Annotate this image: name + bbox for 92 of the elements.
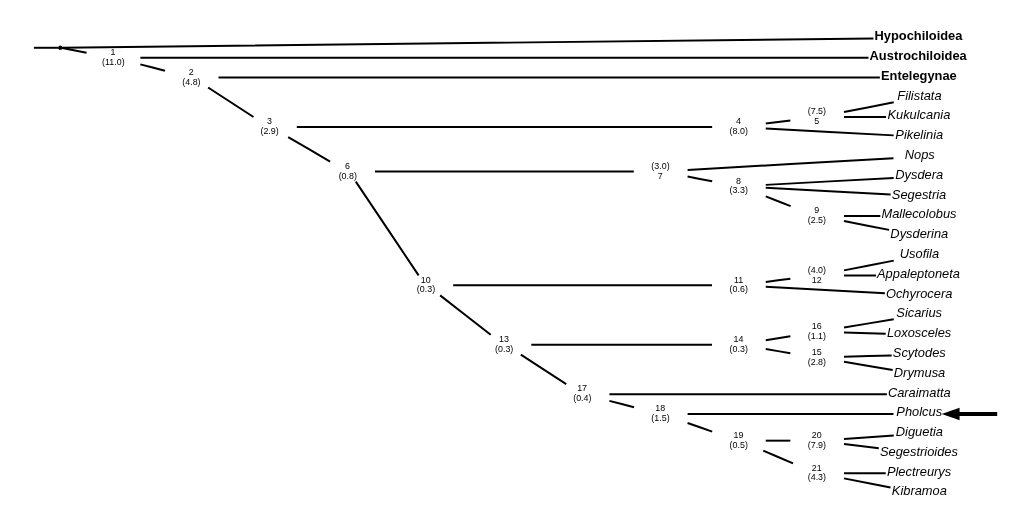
node-text: 14 (0.3) (729, 333, 748, 354)
connector (843, 331, 887, 335)
connector (519, 353, 568, 386)
node-text: 10 (0.3) (416, 274, 436, 295)
connector (843, 215, 882, 217)
connector (686, 175, 714, 183)
node-text: Dysderina (890, 226, 949, 242)
connector (354, 180, 420, 277)
node-text: 17 (0.4) (573, 383, 592, 404)
node-text: Pholcus (896, 404, 943, 420)
node-text: Segestria (891, 186, 947, 202)
node-text: 2 (4.8) (182, 66, 201, 87)
arrow (941, 407, 998, 421)
node-text: Austrochiloidea (869, 48, 967, 64)
connector (764, 335, 792, 342)
connector (374, 170, 635, 173)
connector (686, 422, 714, 433)
connector (61, 37, 875, 49)
connector (439, 294, 492, 336)
connector (843, 220, 891, 231)
connector (764, 186, 892, 196)
node-text: 21 (4.3) (807, 462, 827, 483)
connector (608, 393, 888, 396)
node-text: Dysdera (895, 166, 944, 182)
connector (843, 472, 887, 475)
node-text: Loxosceles (886, 325, 952, 341)
connector (762, 449, 794, 465)
connector (764, 439, 792, 442)
connector (139, 63, 166, 72)
connector (843, 274, 877, 277)
connector (295, 125, 714, 128)
node-text: 15 (2.8) (807, 346, 827, 367)
node-text: (7.5) 5 (807, 106, 827, 127)
node-text: Diguetia (895, 424, 943, 440)
node-text: 18 (1.5) (651, 403, 670, 424)
connector (764, 195, 792, 208)
node-text: 3 (2.9) (260, 116, 279, 137)
node-text: Usofila (899, 245, 940, 261)
node-text: Caraimatta (887, 384, 951, 400)
connector (843, 477, 892, 489)
connector (843, 354, 893, 358)
node-text: Kukulcania (887, 107, 951, 123)
node-text: Appaleptoneta (877, 265, 960, 281)
node-text: Hypochiloidea (874, 28, 963, 44)
node-text: Sicarius (896, 305, 943, 321)
node-text: Ochyrocera (885, 285, 953, 301)
connector (843, 360, 894, 371)
connector (764, 127, 895, 137)
connector (686, 157, 895, 171)
node-text: 9 (2.5) (807, 205, 827, 226)
node-text: 1 (11.0) (102, 46, 125, 67)
node-text: Nops (904, 147, 935, 163)
node-text: 16 (1.1) (807, 321, 827, 341)
connector (843, 318, 895, 329)
connector (843, 442, 880, 450)
node-text: (4.0) 12 (807, 264, 827, 285)
node-text: Segestrioides (879, 443, 958, 459)
node-text: Kibramoa (891, 483, 947, 499)
connector (207, 86, 255, 118)
node-text: 11 (0.6) (729, 274, 748, 295)
connector (686, 412, 895, 415)
node-text: 6 (0.8) (338, 160, 357, 181)
connector (452, 284, 713, 287)
node-text: Drymusa (893, 364, 946, 380)
node-text: 13 (0.3) (495, 333, 514, 354)
connector (843, 101, 895, 113)
connector (32, 46, 60, 49)
connector (764, 348, 792, 355)
connector (764, 119, 792, 125)
connector (139, 56, 870, 59)
node-text: 20 (7.9) (807, 429, 827, 450)
node-point (58, 45, 63, 51)
connector (843, 434, 895, 440)
connector (530, 343, 713, 346)
connector (764, 285, 886, 295)
connector (764, 176, 895, 186)
node-text: 8 (3.3) (729, 175, 748, 196)
connector (843, 259, 895, 272)
node-text: Scytodes (892, 344, 946, 360)
node-text: Pikelinia (895, 127, 944, 143)
node-text: Plectreurys (886, 463, 952, 479)
connector (843, 116, 888, 119)
connector (608, 399, 635, 409)
node-text: Filistata (897, 87, 942, 103)
connector (217, 76, 881, 79)
connector (764, 277, 792, 283)
connector (287, 136, 332, 163)
node-text: 4 (8.0) (729, 116, 748, 137)
node-text: 19 (0.5) (729, 429, 748, 450)
node-text: (3.0) 7 (651, 160, 670, 181)
node-text: Mallecolobus (881, 206, 957, 222)
node-text: Entelegynae (880, 67, 957, 83)
